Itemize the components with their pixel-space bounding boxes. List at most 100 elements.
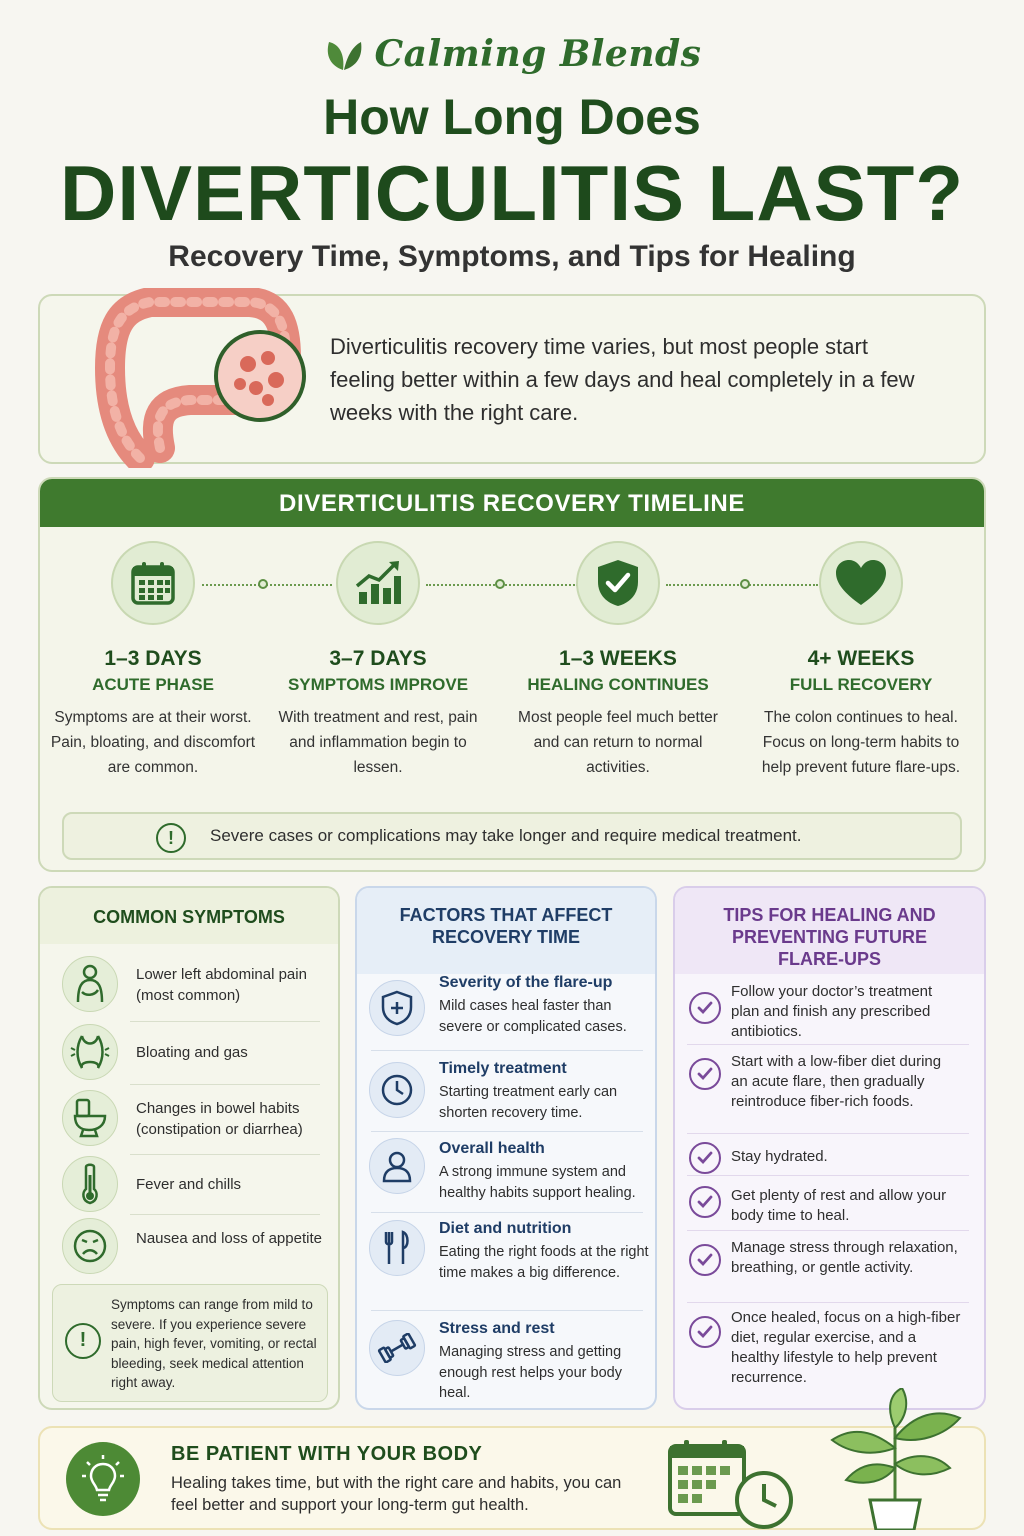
- symptoms-warning-note: ! Symptoms can range from mild to severe…: [52, 1284, 328, 1402]
- stage-title: 1–3 DAYS: [104, 647, 202, 670]
- nausea-face-icon: [62, 1218, 118, 1274]
- stage-description: The colon continues to heal. Focus on lo…: [761, 709, 961, 776]
- divider: [687, 1133, 969, 1134]
- tip-text: Manage stress through relaxation, breath…: [731, 1239, 958, 1276]
- stage-description: Symptoms are at their worst. Pain, bloat…: [50, 709, 256, 776]
- symptoms-note-text: Symptoms can range from mild to severe. …: [111, 1297, 317, 1390]
- factor-description: Eating the right foods at the right time…: [439, 1244, 649, 1281]
- tips-heading-line2: PREVENTING FUTURE: [731, 927, 927, 947]
- symptom-label: Bloating and gas: [136, 1044, 248, 1061]
- tips-panel: TIPS FOR HEALING AND PREVENTING FUTURE F…: [673, 886, 986, 1410]
- timeline-stage-3: 1–3 WEEKS HEALING CONTINUES Most people …: [508, 541, 728, 780]
- factor-description: Starting treatment early can shorten rec…: [439, 1084, 618, 1121]
- banner-title: BE PATIENT WITH YOUR BODY: [171, 1443, 483, 1465]
- factor-description: Mild cases heal faster than severe or co…: [439, 998, 627, 1035]
- page-subtitle: Recovery Time, Symptoms, and Tips for He…: [168, 240, 856, 273]
- stage-subtitle: HEALING CONTINUES: [527, 675, 709, 694]
- factor-title: Overall health: [439, 1140, 545, 1157]
- brand-logo: Calming Blends: [0, 26, 1024, 82]
- divider: [687, 1175, 969, 1176]
- timeline-node: [495, 579, 505, 589]
- timeline-node: [258, 579, 268, 589]
- shield-plus-icon: [369, 980, 425, 1036]
- factor-title: Diet and nutrition: [439, 1220, 572, 1237]
- colon-illustration-icon: [94, 288, 306, 468]
- bloating-icon: [62, 1024, 118, 1080]
- calendar-icon: [111, 541, 195, 625]
- page-title-line2: DIVERTICULITIS LAST?: [60, 149, 964, 237]
- heart-icon: [819, 541, 903, 625]
- page-title-line1: How Long Does: [323, 89, 701, 145]
- factor-title: Severity of the flare-up: [439, 974, 613, 991]
- factor-description: Managing stress and getting enough rest …: [439, 1344, 622, 1401]
- divider: [687, 1230, 969, 1231]
- divider: [371, 1310, 643, 1311]
- divider: [130, 1084, 320, 1085]
- check-circle-icon: [689, 1316, 721, 1348]
- factors-heading-line1: FACTORS THAT AFFECT: [399, 905, 613, 925]
- timeline-note-text: Severe cases or complications may take l…: [210, 826, 802, 845]
- abdominal-pain-icon: [62, 956, 118, 1012]
- divider: [687, 1044, 969, 1045]
- factors-heading-line2: RECOVERY TIME: [431, 927, 581, 947]
- recovery-timeline: DIVERTICULITIS RECOVERY TIMELINE 1–3 DAY…: [38, 477, 986, 872]
- check-circle-icon: [689, 1142, 721, 1174]
- tip-text: Stay hydrated.: [731, 1148, 828, 1165]
- stage-title: 3–7 DAYS: [329, 647, 427, 670]
- divider: [371, 1212, 643, 1213]
- tip-text: Get plenty of rest and allow your body t…: [731, 1187, 947, 1224]
- stage-title: 1–3 WEEKS: [559, 647, 677, 670]
- divider: [371, 1131, 643, 1132]
- timeline-heading: DIVERTICULITIS RECOVERY TIMELINE: [40, 479, 984, 527]
- person-icon: [369, 1138, 425, 1194]
- exclamation-icon: !: [65, 1323, 101, 1359]
- chart-up-icon: [336, 541, 420, 625]
- tip-text: Start with a low-fiber diet during an ac…: [731, 1053, 942, 1110]
- factor-title: Timely treatment: [439, 1060, 567, 1077]
- factor-description: A strong immune system and healthy habit…: [439, 1164, 636, 1201]
- stage-description: With treatment and rest, pain and inflam…: [278, 709, 478, 776]
- leaf-logo-icon: [327, 42, 361, 70]
- calendar-clock-icon: [668, 1440, 793, 1529]
- stage-subtitle: SYMPTOMS IMPROVE: [287, 675, 469, 694]
- timeline-node: [740, 579, 750, 589]
- symptom-label: Nausea and loss of appetite: [136, 1230, 322, 1247]
- timeline-stage-4: 4+ WEEKS FULL RECOVERY The colon continu…: [751, 541, 971, 780]
- exclamation-icon: !: [156, 823, 186, 853]
- stage-subtitle: FULL RECOVERY: [789, 675, 933, 694]
- timeline-stage-1: 1–3 DAYS ACUTE PHASE Symptoms are at the…: [43, 541, 263, 780]
- thermometer-icon: [62, 1156, 118, 1212]
- stage-subtitle: ACUTE PHASE: [92, 675, 214, 694]
- lightbulb-icon: [66, 1442, 140, 1516]
- factor-title: Stress and rest: [439, 1320, 555, 1337]
- divider: [130, 1214, 320, 1215]
- tip-text: Once healed, focus on a high-fiber diet,…: [731, 1309, 961, 1386]
- shield-check-icon: [576, 541, 660, 625]
- check-circle-icon: [689, 1244, 721, 1276]
- patience-banner: [38, 1388, 986, 1530]
- factors-panel: FACTORS THAT AFFECT RECOVERY TIME Severi…: [355, 886, 657, 1410]
- timeline-warning-note: ! Severe cases or complications may take…: [62, 812, 962, 860]
- timeline-stage-2: 3–7 DAYS SYMPTOMS IMPROVE With treatment…: [268, 541, 488, 780]
- symptom-label: Lower left abdominal pain (most common): [136, 966, 307, 1004]
- divider: [687, 1302, 969, 1303]
- check-circle-icon: [689, 992, 721, 1024]
- intro-box: [38, 288, 986, 468]
- tips-heading-line1: TIPS FOR HEALING AND: [723, 905, 936, 925]
- symptoms-panel: COMMON SYMPTOMS Lower left abdominal pai…: [38, 886, 340, 1410]
- intro-text: Diverticulitis recovery time varies, but…: [330, 334, 915, 425]
- factors-heading: FACTORS THAT AFFECT RECOVERY TIME: [357, 888, 655, 974]
- check-circle-icon: [689, 1186, 721, 1218]
- stage-description: Most people feel much better and can ret…: [518, 709, 718, 776]
- dumbbell-icon: [369, 1320, 425, 1376]
- divider: [371, 1050, 643, 1051]
- symptoms-heading: COMMON SYMPTOMS: [40, 888, 338, 944]
- divider: [130, 1021, 320, 1022]
- toilet-icon: [62, 1090, 118, 1146]
- fork-knife-icon: [369, 1220, 425, 1276]
- check-circle-icon: [689, 1058, 721, 1090]
- symptom-label: Fever and chills: [136, 1176, 242, 1193]
- symptom-label: Changes in bowel habits (constipation or…: [136, 1100, 303, 1138]
- tip-text: Follow your doctor’s treatment plan and …: [731, 983, 933, 1040]
- clock-icon: [369, 1062, 425, 1118]
